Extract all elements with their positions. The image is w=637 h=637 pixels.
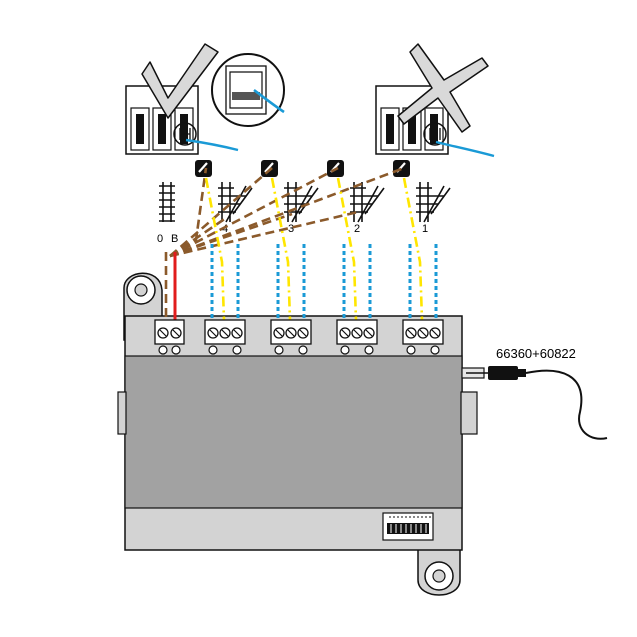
housing-body — [124, 355, 463, 509]
left-side-clip — [117, 391, 127, 435]
cross-mark-icon — [397, 43, 489, 133]
decoder-housing — [117, 272, 485, 596]
straight-track-icon — [159, 182, 175, 222]
ground-wires — [164, 166, 405, 318]
output-4-label: 4 — [222, 223, 228, 235]
coil-wires — [210, 244, 438, 320]
terminal-block-output-2[interactable] — [336, 319, 378, 355]
terminal-block-output-4[interactable] — [204, 319, 246, 355]
output-1-label: 1 — [422, 223, 428, 235]
turnout-track-icon-4 — [218, 182, 253, 223]
turnout-track-icon-1 — [416, 182, 451, 223]
terminal-blocks — [154, 319, 444, 355]
ground-label: 0 — [157, 233, 163, 245]
incorrect-clamping-illustration — [375, 43, 495, 158]
push-button-4 — [195, 160, 212, 177]
right-side-clip — [460, 391, 478, 435]
check-mark-icon — [141, 43, 219, 119]
terminal-block-output-3[interactable] — [270, 319, 312, 355]
accessory-code-label: 66360+60822 — [496, 346, 576, 361]
signal-wires — [204, 177, 424, 321]
output-3-label: 3 — [288, 223, 294, 235]
power-cable — [525, 369, 608, 440]
power-plug — [488, 366, 518, 380]
zoom-detail-correct — [211, 53, 285, 127]
wiring — [164, 166, 438, 321]
power-connector: 66360+60822 — [466, 346, 608, 440]
track-symbols — [159, 182, 451, 223]
turnout-track-icon-3 — [284, 182, 319, 223]
turnout-track-icon-2 — [350, 182, 385, 223]
push-button-1 — [393, 160, 410, 177]
terminal-block-bus[interactable] — [154, 319, 185, 355]
dip-switch — [382, 512, 434, 541]
output-2-label: 2 — [354, 223, 360, 235]
terminal-block-output-1[interactable] — [402, 319, 444, 355]
correct-clamping-illustration — [125, 43, 285, 155]
push-button-controls — [195, 160, 410, 177]
bottom-mounting-tab — [417, 547, 461, 596]
bus-label: B — [171, 233, 178, 245]
channel-labels: 0 B 4 3 2 1 — [157, 223, 428, 245]
